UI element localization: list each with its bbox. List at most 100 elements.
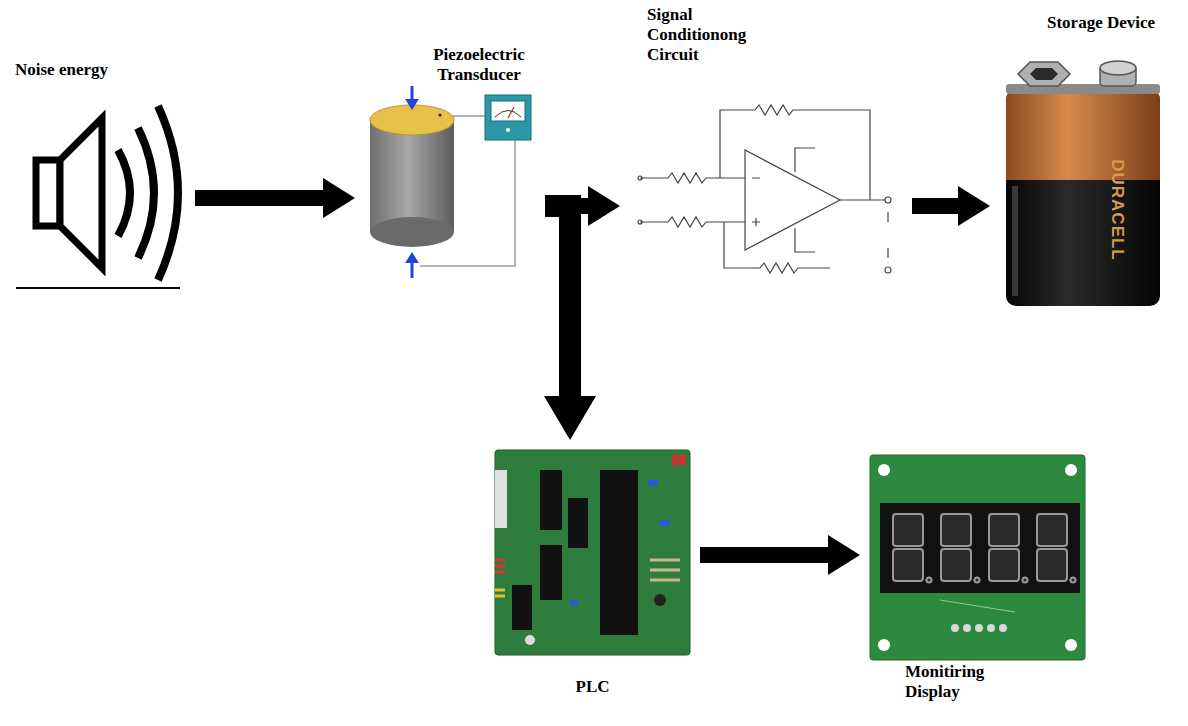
digit-segment: [1037, 514, 1067, 546]
chip: [568, 498, 588, 548]
decimal-dot: [975, 578, 980, 583]
display-board: [870, 455, 1085, 660]
digits: [893, 514, 1076, 583]
speaker-cone: [60, 118, 102, 268]
chip: [600, 470, 638, 635]
output-marks: [887, 212, 888, 258]
force-arrow: [411, 262, 414, 278]
piezo-element: [370, 86, 531, 278]
pin: [999, 624, 1007, 632]
wires: [495, 590, 505, 596]
component: [525, 635, 535, 645]
battery-copper-top: [1006, 90, 1160, 180]
mount-hole: [878, 639, 890, 651]
capacitor: [570, 600, 578, 606]
arrowhead: [958, 186, 990, 226]
meter-terminal: [506, 128, 510, 132]
flow-arrow-shaft: [195, 190, 323, 206]
chip: [540, 545, 562, 600]
brand-holder: DURACELL: [1062, 198, 1172, 222]
force-arrowhead: [405, 99, 419, 110]
sound-wave: [158, 106, 178, 280]
component-block: PLC: [490, 445, 695, 715]
underline: [16, 287, 180, 289]
flow-arrow-shaft: [545, 206, 570, 396]
component-block: Monitiring Display: [865, 450, 1090, 722]
pcb: [495, 450, 690, 655]
digit-segment: [989, 549, 1019, 581]
flow-arrow-shaft: [700, 547, 828, 563]
terminal: [885, 197, 891, 203]
output-wire: [840, 199, 885, 200]
capacitor: [660, 520, 670, 526]
terminal: [638, 220, 642, 224]
battery-highlight: [1012, 186, 1018, 296]
arrowhead: [544, 396, 596, 440]
component-label: Noise energy: [15, 60, 180, 80]
brand-text: DURACELL: [1105, 155, 1129, 265]
component-label: Piezoelectric Transducer: [420, 45, 538, 85]
battery-body: [1006, 90, 1160, 306]
flow-arrow-shaft: [912, 198, 958, 214]
speaker-magnet: [36, 160, 60, 226]
decimal-dot: [1071, 578, 1076, 583]
arrowhead: [323, 178, 355, 218]
pin: [951, 624, 959, 632]
chip: [512, 585, 532, 630]
mount-hole: [1065, 639, 1077, 651]
terminal: [885, 267, 891, 273]
digit-segment: [893, 549, 923, 581]
meter-scale: [495, 111, 521, 118]
pcb: [870, 455, 1085, 660]
arrowhead: [588, 186, 620, 226]
mount-hole: [878, 464, 890, 476]
seven-segment-display: [880, 503, 1080, 593]
opamp-circuit: [638, 105, 891, 273]
component-block: Signal Conditionong Circuit: [625, 0, 907, 297]
capacitor: [654, 594, 666, 606]
connector: [495, 470, 507, 528]
force-arrow: [411, 86, 414, 100]
cylinder-body: [370, 120, 454, 232]
decimal-dot: [1023, 578, 1028, 583]
component-block: Storage Device: [995, 8, 1183, 313]
component-label: Storage Device: [1047, 13, 1179, 33]
component-label: Signal Conditionong Circuit: [647, 5, 765, 65]
mount-hole: [1065, 464, 1077, 476]
component-label: PLC: [490, 677, 695, 697]
arrowhead: [828, 535, 860, 575]
plc-board: [495, 450, 690, 655]
battery-illustration: [1006, 61, 1160, 306]
battery-terminal: [1018, 62, 1070, 86]
meter-box: [485, 95, 531, 140]
flow-arrow: [912, 186, 990, 226]
flow-arrow: [195, 178, 355, 218]
digit-segment: [941, 549, 971, 581]
terminal: [638, 176, 642, 180]
component-label: Monitiring Display: [905, 662, 1025, 702]
trace: [940, 600, 1015, 612]
digit-segment: [989, 514, 1019, 546]
capacitor: [648, 480, 658, 486]
electrode-dot: [438, 113, 441, 116]
component-block: Piezoelectric Transducer: [360, 30, 540, 280]
chip: [540, 470, 562, 530]
digit-segment: [893, 514, 923, 546]
resistor-symbol: [640, 173, 745, 183]
sound-wave: [138, 128, 154, 258]
cylinder-bottom: [370, 217, 454, 247]
resistors: [650, 560, 680, 580]
input-signs: [752, 178, 760, 226]
meter-needle: [508, 107, 514, 118]
wires: [495, 560, 505, 572]
battery-terminal-hole: [1030, 68, 1058, 80]
flow-arrow: [544, 206, 596, 440]
speaker-icon: [36, 106, 178, 280]
decimal-dot: [927, 578, 932, 583]
force-arrowhead: [405, 252, 419, 263]
component-block: Noise energy: [10, 55, 190, 295]
pin: [975, 624, 983, 632]
resistor-symbol: [640, 217, 745, 227]
